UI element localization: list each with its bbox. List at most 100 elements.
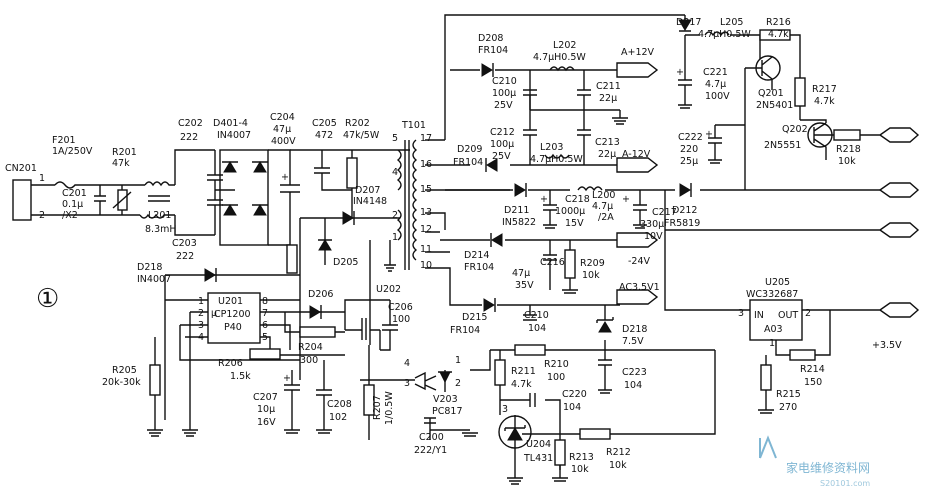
c205-label: C205 — [312, 118, 337, 129]
resistor-mid — [286, 244, 298, 274]
cap-c223 — [598, 359, 612, 394]
r215-label: R215 — [776, 389, 801, 400]
d218a-value: IN4007 — [137, 274, 171, 285]
u205-part: WC332687 — [746, 289, 798, 300]
d217-label: D217 — [676, 17, 701, 28]
l200-label: L200 — [592, 190, 615, 201]
t101-label: T101 — [401, 120, 426, 131]
r213-label: R213 — [569, 452, 594, 463]
caps-c210-c211 — [523, 70, 620, 111]
c221-plus: + — [676, 67, 684, 78]
c223-value: 104 — [624, 380, 642, 391]
right-outputs — [664, 182, 920, 311]
c217-plus: + — [622, 194, 630, 205]
c220-value: 104 — [563, 402, 581, 413]
l203-value: 4.7μH0.5W — [530, 154, 583, 165]
d206-label: D206 — [308, 289, 333, 300]
cap-c210b — [523, 314, 537, 321]
u204-label: U204 — [526, 439, 551, 450]
watermark-logo-icon — [759, 435, 777, 459]
d215-wires — [470, 304, 620, 360]
t-pin17: 17 — [420, 133, 432, 144]
cn201-label: CN201 — [5, 163, 37, 174]
c204-plus: + — [281, 172, 289, 183]
pc817-part: PC817 — [432, 406, 463, 417]
r207-value: 1/0.5W — [384, 391, 395, 425]
diode-d217-bar — [679, 15, 691, 32]
transformer-t101 — [396, 139, 418, 270]
c217-v1: 330μ — [640, 219, 664, 230]
r209-label: R209 — [580, 258, 605, 269]
d218b-value: 7.5V — [622, 336, 644, 347]
resistor-r217 — [794, 77, 806, 107]
resistor-r202 — [346, 157, 358, 189]
r213-value: 10k — [571, 464, 589, 475]
diode-d212 — [679, 183, 691, 197]
c200-value: 222/Y1 — [414, 445, 447, 456]
r205-wires — [147, 337, 163, 437]
d205-label: D205 — [333, 257, 358, 268]
c221-v1: 4.7μ — [705, 79, 726, 90]
primary-ground — [384, 240, 396, 272]
resistor-r206 — [249, 348, 281, 360]
t-pin1: 1 — [392, 232, 398, 243]
c212-label: C212 — [490, 127, 515, 138]
d215-value: FR104 — [450, 325, 480, 336]
r217-value: 4.7k — [814, 96, 835, 107]
ac35-arrow — [616, 289, 659, 305]
r218-value: 10k — [838, 156, 856, 167]
t-pin4: 4 — [392, 167, 398, 178]
l202-label: L202 — [553, 40, 576, 51]
inductor-l200 — [577, 186, 603, 192]
minus12-arrow — [616, 157, 659, 173]
u204-pin: 3 — [502, 404, 508, 415]
ic-u201 — [207, 292, 261, 344]
d208-label: D208 — [478, 33, 503, 44]
c201-v2: /X2 — [62, 210, 78, 221]
c211-label: C211 — [596, 81, 621, 92]
cn201-pin1: 1 — [39, 173, 45, 184]
d218-wires — [164, 274, 300, 420]
d217-wires — [665, 14, 801, 80]
diode-d208 — [481, 63, 493, 77]
d208-wires — [450, 69, 617, 110]
r207-label: R207 — [372, 395, 383, 420]
watermark-text: 家电维修资料网 — [786, 460, 870, 475]
diode-d214 — [491, 233, 503, 247]
c212-v2: 25V — [492, 151, 511, 162]
q202-leads — [800, 119, 834, 160]
r209-value: 10k — [582, 270, 600, 281]
resistor-r209 — [564, 249, 576, 279]
c220-label: C220 — [562, 389, 587, 400]
choke-l201 — [139, 181, 175, 219]
bridge-diodes — [223, 161, 267, 216]
resistor-r211 — [494, 359, 506, 386]
c207-label: C207 — [253, 392, 278, 403]
gate-wires — [284, 299, 398, 351]
resistor-r210 — [514, 344, 546, 356]
f201-label: F201 — [52, 135, 76, 146]
r202-label: R202 — [345, 118, 370, 129]
c208-value: 102 — [329, 412, 347, 423]
c218-v2: 15V — [565, 218, 584, 229]
c207-v2: 16V — [257, 417, 276, 428]
d401-value: IN4007 — [217, 130, 251, 141]
r204-value: 300 — [300, 355, 318, 366]
u205-pin1: 1 — [769, 338, 775, 349]
d211-value: IN5822 — [502, 217, 536, 228]
resistor-r218 — [833, 129, 861, 141]
resistor-r215 — [760, 364, 772, 391]
feedback-wires — [490, 349, 715, 470]
opto-led — [439, 371, 451, 384]
ground-u201 — [182, 429, 198, 437]
diode-d218a — [204, 268, 216, 282]
c204-v2: 400V — [271, 136, 296, 147]
u205-in: IN — [754, 310, 764, 321]
d208-value: FR104 — [478, 45, 508, 56]
inductor-l202 — [549, 66, 575, 72]
c204-label: C204 — [270, 112, 295, 123]
c213-value: 22μ — [598, 149, 616, 160]
q201-label: Q201 — [758, 88, 784, 99]
c204-v1: 47μ — [273, 124, 291, 135]
